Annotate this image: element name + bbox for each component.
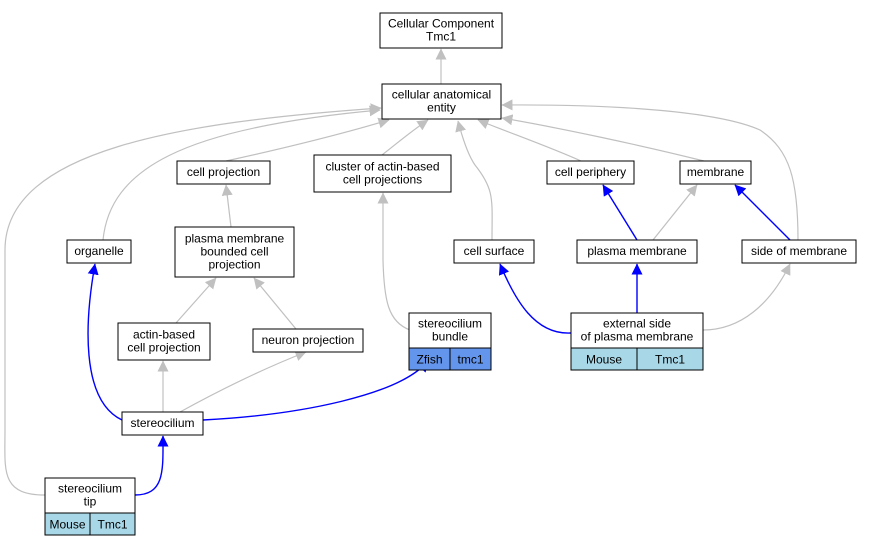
edge-espm-to-som-is-a (702, 263, 791, 331)
node-label-line: cell projection (187, 165, 260, 179)
node-som[interactable]: side of membrane (741, 239, 857, 264)
node-box (546, 160, 635, 185)
edge-org-to-cae-is-a (102, 105, 381, 241)
edge-cab-to-cae-is-a (381, 119, 429, 156)
edge-sb-to-cab-is-a (377, 192, 411, 331)
node-label-line: neuron projection (262, 333, 355, 347)
node-label-line: projection (208, 258, 260, 272)
node-box (44, 477, 136, 514)
node-st[interactable]: stereocilium (121, 411, 204, 436)
node-pm[interactable]: plasma membrane (576, 239, 698, 264)
node-box (117, 322, 211, 361)
node-org[interactable]: organelle (66, 239, 132, 264)
node-label-line: cell projections (343, 173, 422, 187)
node-box (453, 239, 535, 264)
node-box (121, 411, 204, 436)
node-label-line: Tmc1 (426, 30, 456, 44)
node-label-line: plasma membrane (185, 232, 285, 246)
edge-som-to-cae-is-a (501, 99, 799, 241)
species-tag-cell (636, 347, 704, 371)
node-label-line: Cellular Component (388, 17, 495, 31)
node-cp[interactable]: cell projection (176, 160, 271, 185)
node-label-line: stereocilium (130, 416, 194, 430)
edge-stt-to-cae-is-a (4, 103, 382, 496)
node-label-line: side of membrane (751, 244, 847, 258)
species-tag-cell (89, 512, 136, 536)
edge-stt-to-st-part-of (134, 435, 169, 496)
node-label-line: cluster of actin-based (325, 160, 439, 174)
node-cper[interactable]: cell periphery (546, 160, 635, 185)
edge-cs-to-cae-is-a (455, 120, 493, 241)
node-box (313, 154, 452, 193)
node-cs[interactable]: cell surface (453, 239, 535, 264)
edge-abcp-to-pmbcp-is-a (175, 277, 217, 324)
species-tag-label: Tmc1 (655, 353, 685, 367)
species-tag-label: Mouse (586, 353, 622, 367)
node-box (176, 160, 271, 185)
node-label-line: plasma membrane (587, 244, 687, 258)
node-box (66, 239, 132, 264)
edge-st-to-org-part-of (87, 263, 123, 421)
edge-pm-to-cper-part-of (602, 184, 638, 241)
node-np[interactable]: neuron projection (252, 328, 364, 353)
node-label-line: bounded cell (200, 245, 268, 259)
edge-cper-to-cae-is-a (477, 118, 582, 162)
edge-som-to-mem-part-of (734, 184, 791, 241)
node-box (576, 239, 698, 264)
edge-st-to-np-is-a (179, 350, 307, 413)
edge-mem-to-cae-is-a (501, 114, 705, 162)
node-label-line: stereocilium (58, 482, 122, 496)
node-label-line: organelle (74, 244, 124, 258)
species-tag-label: Tmc1 (98, 518, 128, 532)
edge-cp-to-cae-is-a (225, 117, 390, 162)
edge-espm-to-cs-part-of (498, 263, 572, 334)
edge-pmbcp-to-cp-is-a (221, 184, 233, 228)
node-mem[interactable]: membrane (679, 160, 752, 185)
node-label-line: stereocilium (418, 317, 482, 331)
node-label-line: cell surface (464, 244, 525, 258)
node-box (741, 239, 857, 264)
node-label-line: cell projection (127, 341, 200, 355)
node-label-line: entity (427, 101, 456, 115)
node-box (381, 83, 502, 120)
node-box (174, 226, 295, 278)
node-box (252, 328, 364, 353)
node-label-line: actin-based (133, 328, 195, 342)
node-box (679, 160, 752, 185)
edge-st-to-sb-part-of (202, 360, 429, 421)
species-tag-label: tmc1 (457, 353, 483, 367)
node-label-line: cell periphery (555, 165, 626, 179)
edges-layer (4, 48, 799, 496)
edge-np-to-pmbcp-is-a (253, 277, 297, 330)
node-label-line: cellular anatomical (392, 88, 491, 102)
node-box (408, 312, 492, 349)
node-label-line: bundle (432, 330, 468, 344)
node-label-line: external side (603, 317, 671, 331)
node-label-line: tip (84, 495, 97, 509)
species-tag-label: Mouse (49, 518, 85, 532)
node-label-line: membrane (687, 165, 745, 179)
edge-pm-to-mem-is-a (652, 184, 698, 241)
node-label-line: of plasma membrane (581, 330, 694, 344)
species-tag-label: Zfish (416, 353, 442, 367)
species-tag-cell (449, 347, 492, 371)
node-box (379, 12, 503, 49)
